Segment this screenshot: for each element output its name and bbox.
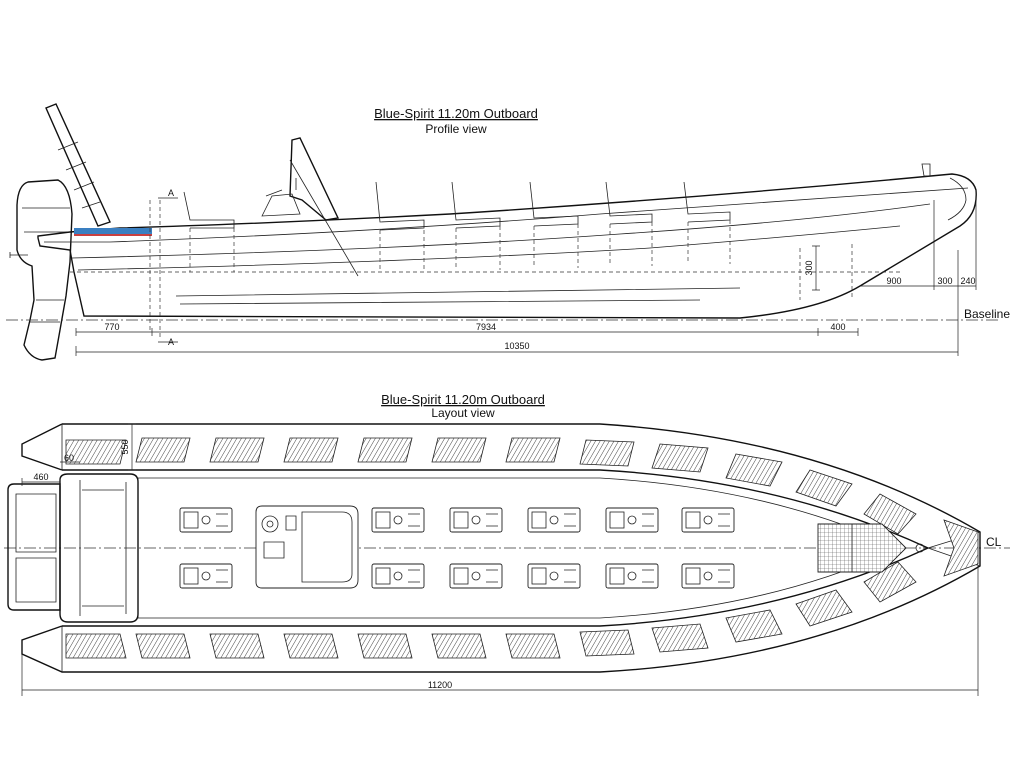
dim-10350: 10350: [504, 341, 529, 351]
jockey-seat: [371, 507, 425, 533]
hull-profile: [37, 163, 977, 319]
profile-subtitle: Profile view: [425, 122, 487, 136]
dim-7934: 7934: [476, 322, 496, 332]
jockey-seat: [681, 563, 735, 589]
centerline-label: CL: [986, 535, 1002, 549]
layout-view: Blue-Spirit 11.20m Outboard Layout view …: [4, 392, 1010, 696]
tube-pads-top: [65, 437, 979, 577]
jockey-seat: [527, 563, 581, 589]
station-lines: [70, 200, 900, 340]
jockey-seat: [371, 563, 425, 589]
section-mark-top: A: [168, 188, 174, 198]
console-top: [255, 505, 359, 589]
jockey-seat: [605, 563, 659, 589]
dim-400: 400: [830, 322, 845, 332]
dim-770: 770: [104, 322, 119, 332]
transom-engine-pod: [7, 473, 139, 623]
dim-300: 300: [937, 276, 952, 286]
dim-11200: 11200: [428, 680, 452, 690]
dim-900: 900: [886, 276, 901, 286]
jockey-seat: [179, 563, 233, 589]
jockey-seat: [527, 507, 581, 533]
jockey-seat: [449, 563, 503, 589]
dim-300-vertical: 300: [804, 260, 814, 275]
hull-stripe: [74, 228, 152, 234]
dim-460: 460: [33, 472, 48, 482]
jockey-seat: [605, 507, 659, 533]
jockey-seat: [681, 507, 735, 533]
jockey-seat: [449, 507, 503, 533]
hull-stripe-red: [74, 234, 152, 236]
outboard-engine: [9, 179, 73, 361]
layout-subtitle: Layout view: [431, 406, 495, 420]
profile-title: Blue-Spirit 11.20m Outboard: [374, 106, 538, 121]
seats-layout: [179, 507, 735, 589]
stern-arch: [45, 103, 111, 227]
dim-240: 240: [960, 276, 975, 286]
baseline-label: Baseline: [964, 307, 1010, 321]
jockey-seat: [179, 507, 233, 533]
jockey-seats-profile: [183, 181, 731, 231]
console-profile: [261, 137, 359, 277]
dim-60: 60: [64, 453, 74, 463]
profile-view: Blue-Spirit 11.20m Outboard Profile view: [6, 103, 1010, 361]
layout-dimensions: 550 60 460 11200: [21, 423, 979, 696]
tube-pads-bottom: [65, 561, 917, 659]
bow-hatch: [817, 523, 925, 573]
profile-dimensions: 770 7934 400 10350 300 900 300 240: [75, 190, 977, 356]
layout-title: Blue-Spirit 11.20m Outboard: [381, 392, 545, 407]
dim-550: 550: [120, 439, 130, 454]
